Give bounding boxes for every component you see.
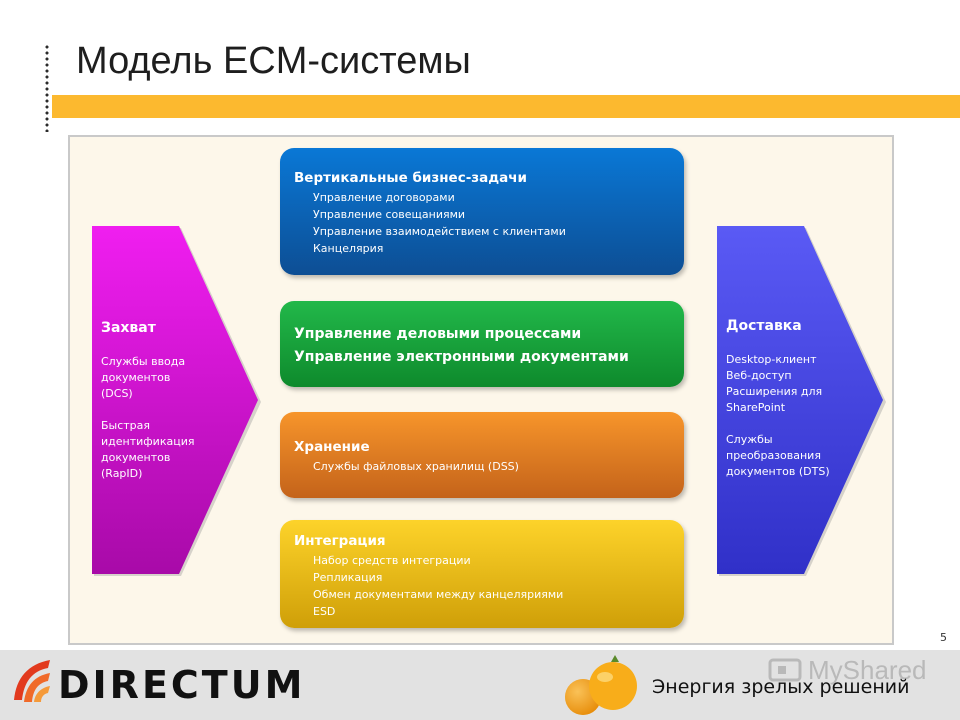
header-accent-bar <box>52 95 960 118</box>
delivery-line: Desktop-клиент <box>726 353 817 367</box>
page-title: Модель ECM-системы <box>76 40 471 82</box>
delivery-gap <box>726 416 851 432</box>
watermark-text: MyShared <box>808 655 927 685</box>
dotted-divider <box>45 44 49 132</box>
delivery-line: преобразования <box>726 448 821 462</box>
integration-item: ESD <box>313 605 336 618</box>
vertical-task-item: Канцелярия <box>313 242 384 255</box>
storage-heading: Хранение <box>294 439 370 455</box>
vertical-task-item: Управление взаимодействием с клиентами <box>313 225 566 238</box>
delivery-chevron <box>717 226 886 576</box>
integration-item: Набор средств интеграции <box>313 554 471 567</box>
oranges-image <box>565 655 637 715</box>
tagline: Энергия зрелых решений <box>652 676 910 698</box>
delivery-line: Расширения для <box>726 385 823 399</box>
vertical-task-item: Управление совещаниями <box>313 208 466 221</box>
capture-line: документов <box>101 450 171 464</box>
vertical-tasks-box: Вертикальные бизнес-задачи Управление до… <box>280 148 684 275</box>
page-number: 5 <box>940 631 947 644</box>
integration-item: Репликация <box>313 571 383 584</box>
integration-item: Обмен документами между канцеляриями <box>313 588 564 601</box>
capture-line: (RapID) <box>101 466 143 480</box>
processes-line: Управление деловыми процессами <box>294 326 582 342</box>
capture-line: документов <box>101 371 171 385</box>
delivery-text: Доставка Desktop-клиент Веб-доступ Расши… <box>726 316 851 480</box>
capture-gap <box>101 402 211 418</box>
directum-logo-text: DIRECTUM <box>58 663 306 707</box>
directum-logo-icon <box>14 660 50 702</box>
delivery-line: Веб-доступ <box>726 369 792 383</box>
vertical-task-item: Управление договорами <box>313 191 455 204</box>
capture-chevron <box>92 226 261 576</box>
processes-box: Управление деловыми процессами Управлени… <box>280 301 684 387</box>
capture-line: Быстрая <box>101 419 151 433</box>
delivery-line: документов (DTS) <box>726 464 830 478</box>
watermark-icon <box>768 658 802 682</box>
capture-line: (DCS) <box>101 387 133 401</box>
delivery-line: SharePoint <box>726 401 786 415</box>
storage-box: Хранение Службы файловых хранилищ (DSS) <box>280 412 684 498</box>
delivery-heading: Доставка <box>726 318 802 334</box>
vertical-tasks-heading: Вертикальные бизнес-задачи <box>294 170 527 186</box>
capture-text: Захват Службы ввода документов (DCS) Быс… <box>101 318 211 482</box>
capture-line: Службы ввода <box>101 355 186 369</box>
capture-heading: Захват <box>101 320 156 336</box>
integration-heading: Интеграция <box>294 533 386 549</box>
storage-item: Службы файловых хранилищ (DSS) <box>313 460 519 473</box>
capture-line: идентификация <box>101 435 195 449</box>
documents-line: Управление электронными документами <box>294 349 629 365</box>
delivery-line: Службы <box>726 433 773 447</box>
integration-box: Интеграция Набор средств интеграции Репл… <box>280 520 684 628</box>
